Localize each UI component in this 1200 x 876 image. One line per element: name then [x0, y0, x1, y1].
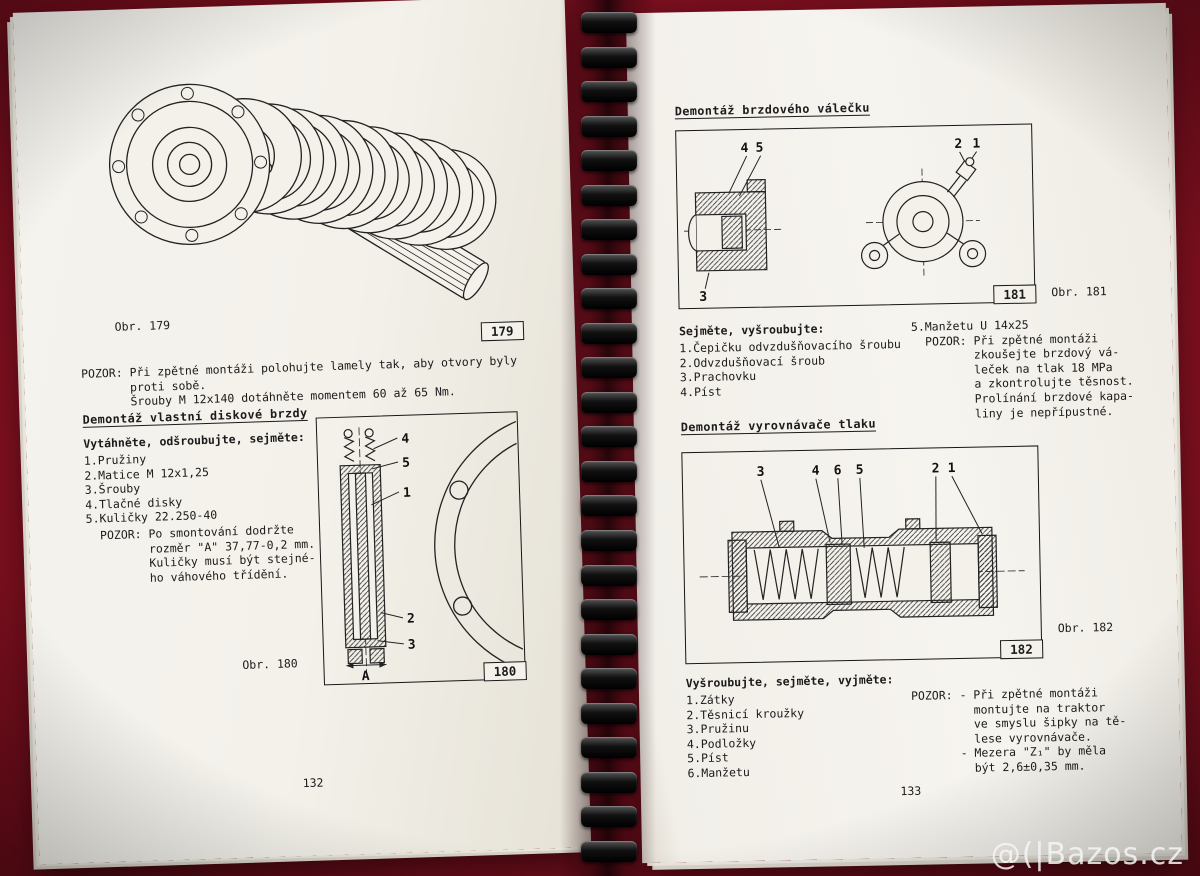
section-intro-disc-brake: Vytáhněte, odšroubujte, sejměte: — [83, 429, 306, 451]
fig181-number-box: 181 — [993, 284, 1037, 304]
fig182-callout-3: 3 — [757, 465, 765, 480]
fig182-caption: Obr. 182 — [1057, 620, 1114, 636]
sec2-intro: Vyšroubujte, sejměte, vyjměte: — [685, 672, 894, 691]
binding-tooth — [581, 253, 637, 275]
parts-list-disc-brake: 1.Pružiny 2.Matice M 12x1,25 3.Šrouby 4.… — [83, 451, 218, 527]
binding-tooth — [581, 150, 637, 172]
fig182-drawing: 3 4 6 5 2 1 — [699, 461, 1025, 621]
binding-tooth — [581, 184, 637, 206]
binding-tooth — [581, 460, 637, 482]
fig180-frame: 4 5 1 2 3 A 180 — [315, 411, 527, 686]
fig182-callout-4: 4 — [812, 464, 820, 479]
fig180-callout-2: 2 — [407, 612, 415, 627]
binding-tooth — [581, 806, 637, 828]
fig182-callout-6: 6 — [834, 463, 842, 478]
binding-tooth — [581, 702, 637, 724]
section-heading-pressure-equalizer: Demontáž vyrovnávače tlaku — [680, 416, 877, 435]
binding-tooth — [581, 668, 637, 690]
binding-tooth — [581, 12, 637, 33]
fig181-drawing: 4 5 3 2 1 — [684, 136, 987, 305]
binding-tooth — [581, 219, 637, 241]
fig180-drawing: 4 5 1 2 3 A — [339, 412, 524, 683]
fig182-callout-2: 2 — [932, 461, 940, 476]
binding-tooth — [581, 771, 637, 793]
fig181-callout-3: 3 — [699, 290, 707, 305]
fig179-caption: Obr. 179 — [114, 318, 171, 334]
fig181-callout-4: 4 — [740, 141, 748, 156]
binding-tooth — [581, 288, 637, 310]
binding-tooth — [581, 426, 637, 448]
binding-tooth — [581, 81, 637, 103]
fig180-caption: Obr. 180 — [242, 656, 298, 672]
binding-tooth — [581, 46, 637, 68]
fig180-callout-1: 1 — [403, 486, 411, 501]
binding-tooth — [581, 357, 637, 379]
binding-tooth — [581, 564, 637, 586]
fig179-number-box: 179 — [480, 320, 524, 342]
binding-tooth — [581, 495, 637, 517]
comb-binding — [581, 12, 637, 862]
fig182-callout-1: 1 — [948, 461, 956, 476]
binding-tooth — [581, 322, 637, 344]
binding-tooth — [581, 115, 637, 137]
section-heading-brake-cylinder: Demontáž brzdového válečku — [674, 100, 870, 119]
page-number-133: 133 — [900, 783, 922, 799]
bazos-watermark: @(|Bazos.cz — [990, 837, 1184, 872]
fig180-callout-5: 5 — [402, 456, 410, 471]
fig181-callout-2: 2 — [954, 137, 962, 152]
fig182-frame: 3 4 6 5 2 1 182 — [681, 445, 1043, 665]
fig179-drawing — [108, 83, 497, 301]
fig180-callout-3: 3 — [408, 638, 416, 653]
binding-tooth — [581, 599, 637, 621]
fig180-number-box: 180 — [483, 660, 527, 682]
note-dimension-a: POZOR: Po smontování dodržte rozměr "A" … — [85, 522, 316, 587]
fig181-callout-5: 5 — [755, 141, 763, 156]
fig182-number-box: 182 — [1000, 638, 1043, 659]
fig181-caption: Obr. 181 — [1051, 284, 1107, 300]
sec1-intro: Sejměte, vyšroubujte: — [678, 321, 825, 339]
binding-tooth — [581, 529, 637, 551]
note-lamellae: POZOR: Při zpětné montáži polohujte lame… — [80, 353, 518, 411]
sec2-parts-list: 1.Zátky 2.Těsnicí kroužky 3.Pružinu 4.Po… — [685, 692, 805, 781]
page-number-132: 132 — [302, 775, 324, 791]
fig180-dimension-label: A — [362, 669, 370, 683]
fig180-callout-4: 4 — [401, 432, 409, 447]
binding-tooth — [581, 737, 637, 759]
fig181-frame: 4 5 3 2 1 181 — [675, 123, 1037, 310]
sec1-note-pressure-test: 5.Manžetu U 14x25 POZOR: Při zpětné mont… — [910, 317, 1135, 422]
sec1-parts-list: 1.Čepičku odvzdušňovacího šroubu 2.Odvzd… — [679, 337, 901, 400]
sec2-note-mounting: POZOR: - Při zpětné montáži montujte na … — [910, 685, 1127, 776]
fig181-callout-1: 1 — [972, 136, 980, 151]
binding-tooth — [581, 391, 637, 413]
binding-tooth — [581, 633, 637, 655]
binding-tooth — [581, 840, 637, 862]
left-page: 179 Obr. 179 POZOR: Při zpětné montáži p… — [12, 0, 592, 865]
right-page: Demontáž brzdového válečku — [625, 2, 1183, 864]
fig182-callout-5: 5 — [856, 463, 864, 478]
